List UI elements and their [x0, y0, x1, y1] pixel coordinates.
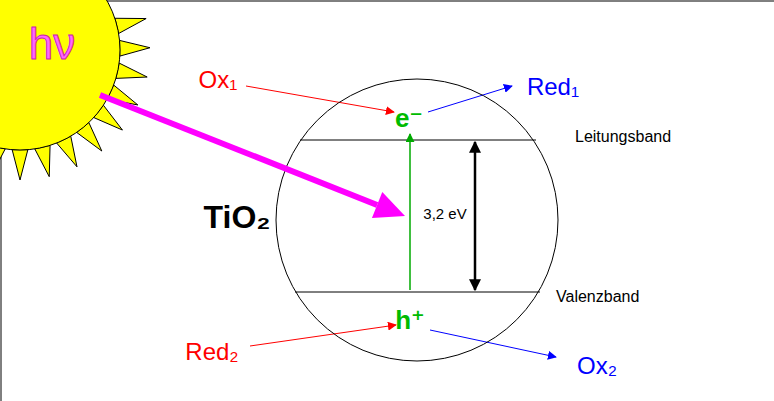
sun-ray [0, 145, 5, 176]
sun-ray [12, 150, 28, 180]
photon-symbol: hν [29, 20, 75, 68]
reaction-arrow [430, 330, 556, 357]
particle-outline [276, 79, 558, 361]
frame-line [0, 1, 774, 2]
sun-ray [116, 63, 147, 78]
tio2-particle: e⁻ 3,2 eV h⁺ [275, 78, 559, 362]
reaction-arrow [250, 325, 396, 346]
sun-ray [120, 40, 150, 56]
excitation-arrow [409, 134, 411, 290]
band-edge-line [300, 140, 536, 141]
sun: hν [0, 0, 150, 185]
sun-body [0, 0, 120, 150]
band-name: Valenzband [556, 288, 639, 306]
band-gap-arrow [474, 142, 477, 290]
arrow-head [372, 192, 405, 218]
reaction-arrow [428, 86, 512, 112]
band-name: Leitungsband [575, 128, 671, 146]
reaction-arrow [246, 86, 394, 112]
reductant-label: Red₂ [185, 339, 238, 365]
sun-ray [35, 145, 50, 176]
reductant-label: Red₁ [527, 74, 579, 100]
hole-label: h⁺ [395, 306, 425, 335]
arrow-shaft [100, 95, 377, 205]
oxidant-label: Ox₂ [577, 353, 617, 379]
band-edge-line [295, 292, 540, 293]
sun-ray [115, 18, 146, 33]
material-label: TiO₂ [204, 200, 271, 235]
band-gap-value: 3,2 eV [423, 206, 466, 223]
oxidant-label: Ox₁ [199, 67, 238, 93]
electron-label: e⁻ [395, 104, 423, 133]
